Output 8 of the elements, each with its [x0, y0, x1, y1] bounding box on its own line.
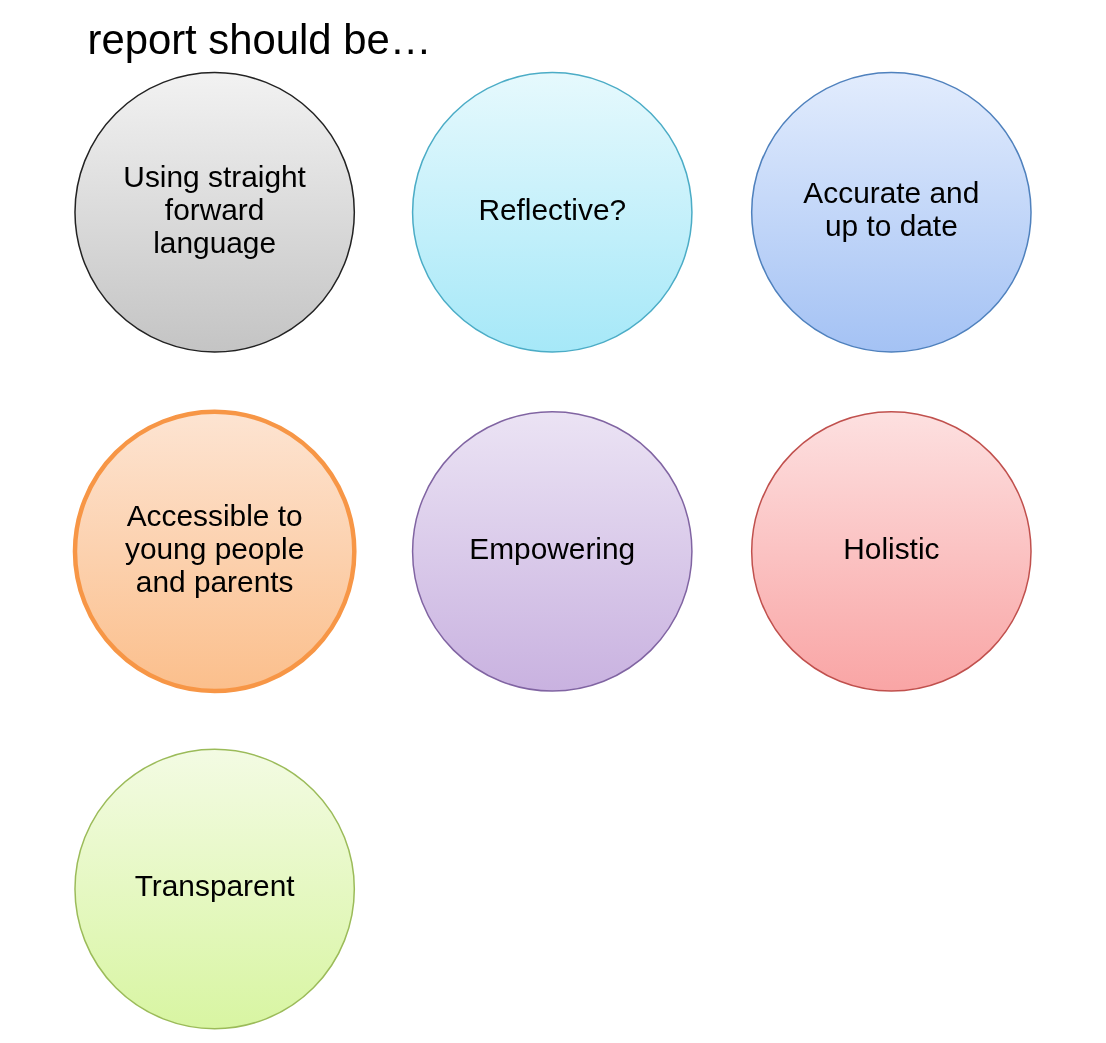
node-circle: Using straight forward language: [74, 71, 356, 353]
node-circle: Reflective?: [411, 71, 693, 353]
node-circle: Accurate and up to date: [750, 71, 1032, 353]
node-circle: Accessible to young people and parents: [72, 409, 357, 694]
diagram-title: report should be…: [87, 15, 432, 63]
node-circle: Empowering: [411, 410, 693, 692]
node-circle: Holistic: [750, 410, 1032, 692]
node-circle: Transparent: [74, 748, 356, 1030]
